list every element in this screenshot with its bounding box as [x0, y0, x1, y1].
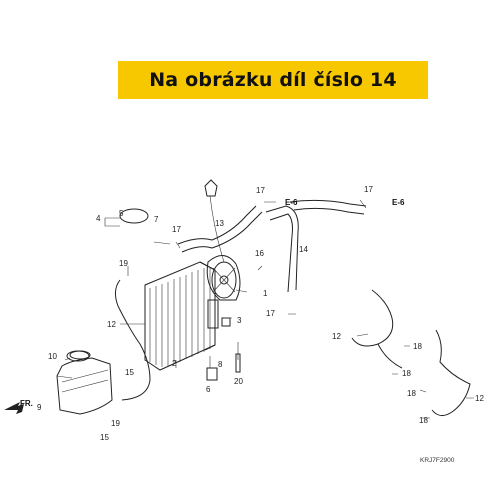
- cooling-fan: [204, 179, 241, 301]
- callout-20: 20: [234, 377, 243, 386]
- callout-12-a: 12: [332, 332, 341, 341]
- radiator: [144, 261, 219, 371]
- callout-10: 10: [48, 352, 57, 361]
- direction-label: FR.: [20, 399, 33, 408]
- ref-label-e6-right: E-6: [392, 198, 405, 207]
- callout-13: 13: [215, 219, 224, 228]
- callout-8: 8: [218, 360, 223, 369]
- callout-19-a: 19: [119, 259, 128, 268]
- wire-harness-right: [431, 329, 471, 416]
- callout-18-c: 18: [407, 389, 416, 398]
- bolt-6: [206, 367, 218, 381]
- callout-17-b: 17: [256, 186, 265, 195]
- callout-16: 16: [255, 249, 264, 258]
- cap-10: [66, 350, 90, 362]
- callout-3: 3: [237, 316, 242, 325]
- callout-17-a: 17: [172, 225, 181, 234]
- callout-19-b: 19: [111, 419, 120, 428]
- callout-15-b: 15: [100, 433, 109, 442]
- hose-14: [265, 199, 367, 293]
- grommet-3: [221, 317, 231, 327]
- callout-17-d: 17: [266, 309, 275, 318]
- callout-18-a: 18: [413, 342, 422, 351]
- part-number-banner: Na obrázku díl číslo 14: [118, 61, 428, 99]
- callout-9: 9: [37, 403, 42, 412]
- wire-harness-left: [351, 289, 403, 369]
- front-arrow-icon: [4, 402, 24, 414]
- callout-15-a: 15: [125, 368, 134, 377]
- overflow-tube: [114, 279, 151, 401]
- diagram-code: KRJ7F2900: [420, 457, 455, 464]
- callout-12-b: 12: [475, 394, 484, 403]
- hose-13: [177, 205, 263, 253]
- callout-7: 7: [154, 215, 159, 224]
- callout-5: 5: [119, 209, 124, 218]
- callout-1: 1: [263, 289, 268, 298]
- ref-label-e6-left: E-6: [285, 198, 298, 207]
- callout-18-d: 18: [419, 416, 428, 425]
- callout-6: 6: [206, 385, 211, 394]
- callout-18-b: 18: [402, 369, 411, 378]
- callout-14: 14: [299, 245, 308, 254]
- callout-17-c: 17: [364, 185, 373, 194]
- callout-11: 12: [107, 320, 116, 329]
- callout-2: 2: [172, 359, 177, 368]
- callout-4: 4: [96, 214, 101, 223]
- cap-5: [119, 208, 149, 224]
